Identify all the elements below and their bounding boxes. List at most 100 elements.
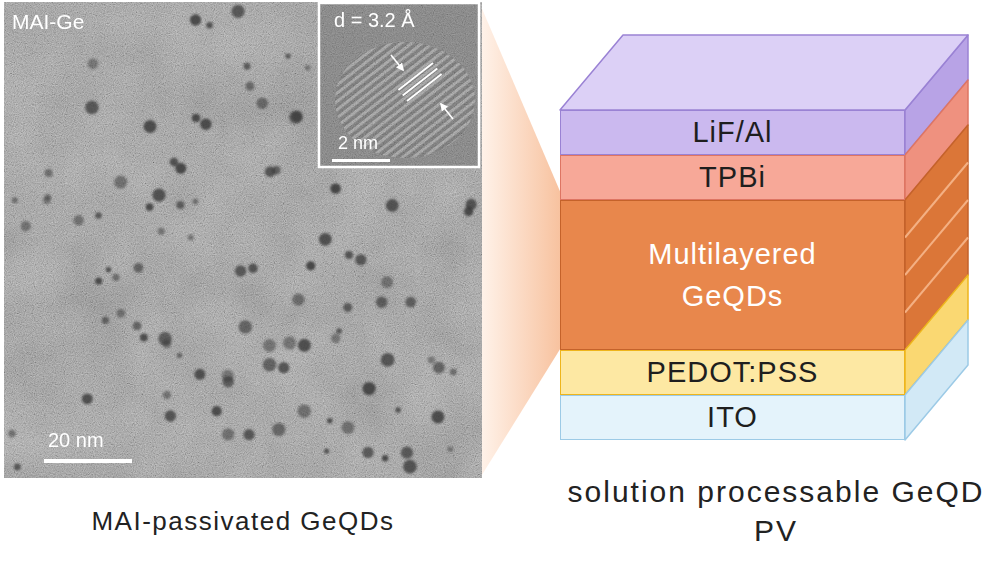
quantum-dot	[330, 183, 341, 194]
quantum-dot	[152, 188, 165, 201]
quantum-dot	[376, 296, 387, 307]
quantum-dot	[381, 276, 393, 288]
quantum-dot	[381, 353, 395, 367]
quantum-dot	[336, 328, 341, 333]
panel-caption-box: solution processable GeQD PV	[566, 472, 986, 550]
quantum-dot	[222, 428, 234, 440]
inset-border	[319, 3, 479, 167]
panel-caption-box: MAI-passivated GeQDs	[13, 506, 473, 537]
quantum-dot	[433, 362, 445, 374]
quantum-dot	[291, 111, 303, 123]
quantum-dot	[450, 369, 457, 376]
quantum-dot	[43, 196, 51, 204]
quantum-dot	[327, 418, 332, 423]
quantum-dot	[165, 410, 176, 421]
device-stack-faces	[560, 35, 968, 440]
quantum-dot	[140, 334, 148, 342]
quantum-dot	[21, 221, 31, 231]
cathode-layer: LiF/Al	[560, 110, 905, 155]
hole-transport-layer: PEDOT:PSS	[560, 350, 905, 395]
quantum-dot	[244, 63, 251, 70]
quantum-dot	[395, 407, 400, 412]
quantum-dot	[8, 430, 16, 438]
layer-label: TPBi	[699, 160, 766, 195]
scale-bar	[44, 459, 132, 463]
quantum-dot	[272, 423, 285, 436]
sample-name-box: MAI-Ge	[12, 9, 84, 34]
scale-label: 20 nm	[48, 428, 104, 452]
quantum-dot	[12, 197, 18, 203]
layer-label: ITO	[707, 400, 758, 435]
quantum-dot	[45, 169, 53, 177]
quantum-dot	[133, 321, 142, 330]
quantum-dot	[263, 358, 277, 372]
quantum-dot	[283, 337, 296, 350]
inset-ground	[319, 3, 479, 167]
quantum-dot	[386, 199, 399, 212]
quantum-dot	[193, 199, 199, 205]
quantum-dot	[305, 65, 310, 70]
quantum-dot	[116, 309, 125, 318]
spacing-arrow	[391, 55, 403, 70]
quantum-dot	[221, 370, 233, 382]
tem-micrograph	[4, 2, 482, 478]
quantum-dot	[362, 382, 375, 395]
quantum-dot	[144, 120, 157, 133]
sublayer-edge	[905, 238, 968, 313]
quantum-dot	[188, 234, 194, 240]
scale-label-box: 20 nm	[48, 428, 104, 452]
quantum-dot	[382, 455, 388, 461]
quantum-dot	[248, 264, 258, 274]
quantum-dot	[158, 332, 172, 346]
quantum-dot	[403, 460, 417, 474]
quantum-dot	[88, 58, 99, 69]
scale-label-box: 2 nm	[338, 133, 378, 155]
quantum-dot	[95, 277, 102, 284]
quantum-dot	[464, 207, 473, 216]
quantum-dot	[102, 317, 109, 324]
quantum-dot	[194, 369, 205, 380]
quantum-dot	[190, 14, 201, 25]
quantum-dot	[114, 175, 127, 188]
quantum-dot	[401, 447, 413, 459]
quantum-dot	[82, 393, 93, 404]
quantum-dot	[192, 114, 201, 123]
quantum-dot	[170, 158, 179, 167]
stack-top-face	[560, 35, 968, 110]
sample-name: MAI-Ge	[12, 9, 84, 34]
quantum-dot	[134, 263, 144, 273]
layer-side-face	[905, 320, 968, 440]
quantum-dot	[306, 261, 315, 270]
quantum-dot	[257, 98, 269, 110]
micrograph-ground	[4, 2, 482, 478]
quantum-dot	[73, 215, 83, 225]
quantum-dot	[246, 82, 255, 91]
lattice-spacing-box: d = 3.2 Å	[334, 8, 415, 32]
micrograph-grain	[4, 2, 482, 478]
sublayer-edge	[905, 200, 968, 275]
quantum-dot	[263, 339, 276, 352]
quantum-dot	[112, 274, 119, 281]
quantum-dot	[146, 203, 154, 211]
quantum-dot	[324, 448, 329, 453]
quantum-dot	[163, 391, 171, 399]
plane-marker	[407, 74, 442, 101]
quantum-dot	[448, 446, 454, 452]
quantum-dot	[331, 334, 340, 343]
quantum-dot	[176, 201, 184, 209]
zoom-wedge	[480, 4, 562, 478]
layer-label: Multilayered GeQDs	[623, 233, 843, 317]
quantum-dot	[235, 265, 246, 276]
quantum-dot	[206, 22, 213, 29]
quantum-dot	[343, 303, 352, 312]
scale-label: 2 nm	[338, 133, 378, 155]
quantum-dot	[177, 353, 182, 358]
quantum-dot	[342, 421, 355, 434]
quantum-dot	[298, 339, 311, 352]
quantum-dot	[292, 293, 304, 305]
quantum-dot	[85, 101, 99, 115]
quantum-dot	[200, 118, 212, 130]
layer-label: LiF/Al	[692, 115, 772, 150]
quantum-dot	[158, 228, 165, 235]
